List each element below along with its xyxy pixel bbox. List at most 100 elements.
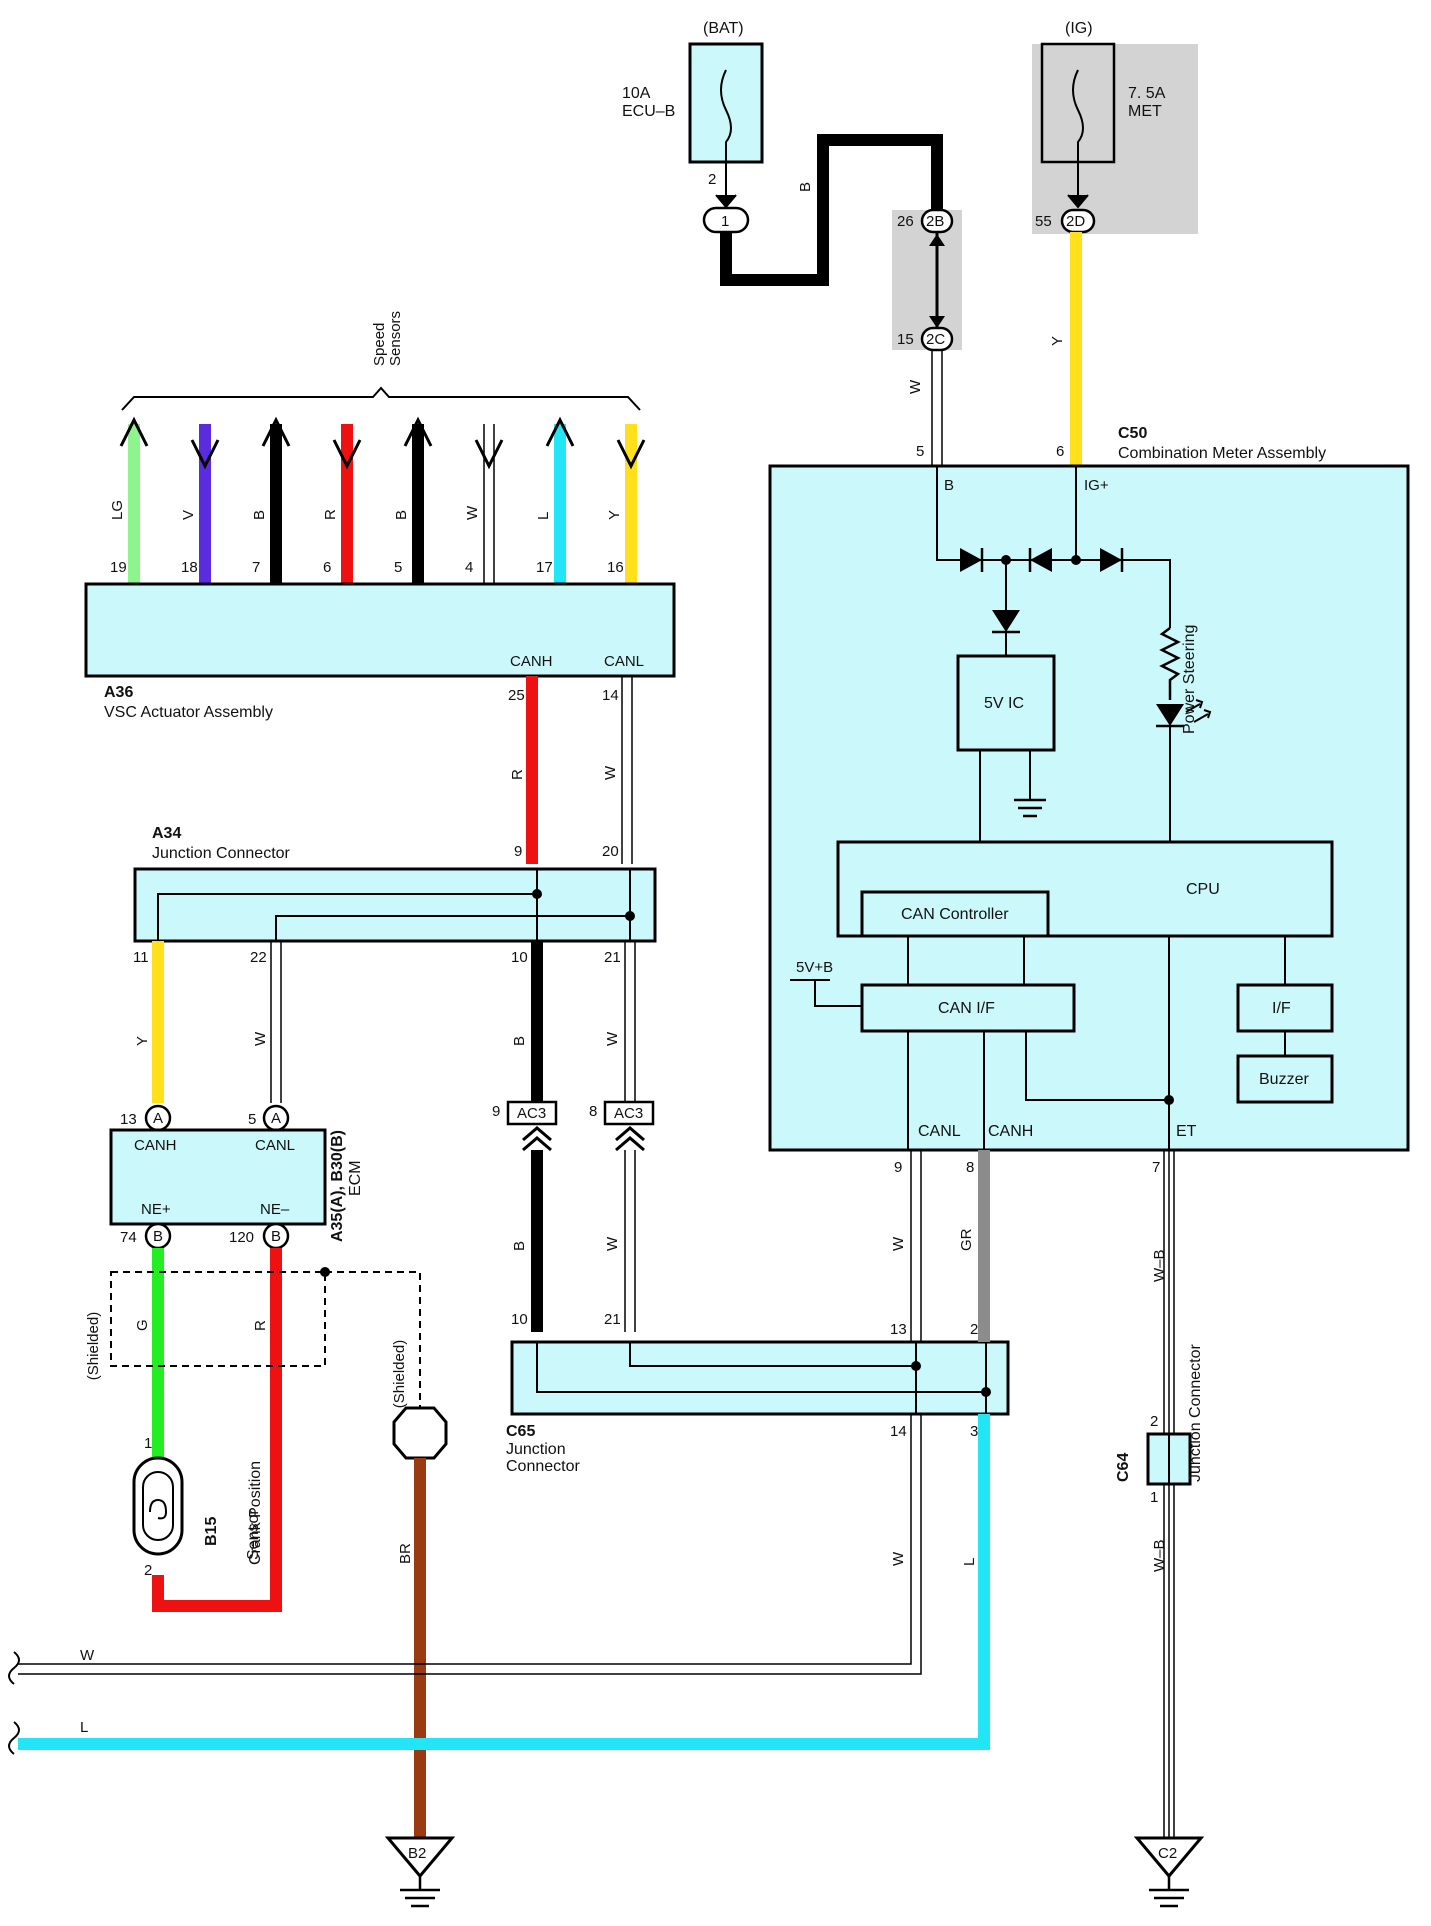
wire-code: W [80, 1647, 95, 1664]
ecm-canl: CANL [255, 1137, 295, 1154]
speed-label-1: Speed [371, 323, 388, 366]
wire-code: W [907, 379, 924, 394]
shield-lead [325, 1271, 421, 1410]
meter-et: ET [1176, 1123, 1197, 1140]
can-bus-lines: W W L L [8, 1414, 990, 1755]
ground-b2: B2 [384, 1836, 456, 1908]
arrow-down-icon [929, 316, 945, 328]
crank-sensor-body [132, 1456, 184, 1556]
pin-label: 120 [229, 1229, 254, 1246]
pin-label: 18 [181, 559, 198, 576]
light-rays-icon [1185, 703, 1209, 723]
wire-code: R [509, 769, 526, 780]
ground-label: C2 [1158, 1845, 1177, 1862]
pin-label: 16 [607, 559, 624, 576]
ic-5v-label: 5V IC [984, 695, 1024, 712]
a36-a34-wires: 25 14 R W 9 20 [508, 676, 633, 864]
pin-label: 11 [133, 949, 149, 966]
ground-icon [1133, 1836, 1205, 1879]
c65-bus [536, 1342, 986, 1393]
buzzer-label: Buzzer [1259, 1071, 1309, 1088]
ac3-section: 9 AC3 8 AC3 B W 10 21 [492, 1100, 655, 1332]
pin-label: 5 [248, 1111, 256, 1128]
wire-l [18, 1414, 990, 1750]
pin-label: 26 [897, 213, 914, 230]
if-label: I/F [1272, 1000, 1291, 1017]
connector-label: AC3 [614, 1105, 643, 1122]
diode-icon [1030, 548, 1052, 572]
ground-bars [1149, 1876, 1189, 1908]
wire-code: W–B [1151, 1539, 1168, 1572]
pin-label: 21 [604, 949, 621, 966]
pin-label: 6 [323, 559, 331, 576]
pin-label: 55 [1035, 213, 1052, 230]
splice-dot [532, 889, 542, 899]
sensor-wires: LG19FL+V18FL–B7FR+R6FR–B5RL+W4RL–L17RR+Y… [109, 416, 649, 608]
a34-name: Junction Connector [152, 845, 291, 862]
wire-b-thick [720, 134, 943, 286]
diode-icon [992, 610, 1020, 632]
meter-box [768, 464, 1410, 1152]
a34-section: A34 Junction Connector 11 22 10 21 [133, 825, 657, 966]
arrow-down-icon [715, 194, 737, 209]
shielded-label: (Shielded) [85, 1312, 102, 1380]
ecm-section: 13 A 5 A CANH CANL NE+ NE– A35(A), B30(B… [109, 1104, 364, 1250]
a36-canh: CANH [510, 653, 553, 670]
c65-code: C65 [506, 1423, 535, 1440]
pin-label: 21 [604, 1311, 621, 1328]
wire-code: W [604, 1031, 621, 1046]
arrow-down-icon [190, 439, 220, 470]
splice-dot [625, 911, 635, 921]
wire-code: W [604, 1236, 621, 1251]
shade-2b-2c [892, 210, 962, 350]
c65-box [510, 1340, 1010, 1416]
ecm-box [109, 1128, 327, 1226]
coil-icon [149, 1498, 168, 1520]
pin-label: 9 [514, 843, 522, 860]
arrow-down-icon [474, 439, 504, 470]
sensor-code: B15 [203, 1517, 220, 1546]
a36-name: VSC Actuator Assembly [104, 704, 273, 721]
break-icon [8, 1651, 20, 1685]
c64-section: 2 1 C64 Junction Connector W–B [1115, 1343, 1204, 1838]
can-controller-label: CAN Controller [901, 906, 1009, 923]
power-steering-label: Power Steering [1181, 625, 1198, 734]
connector-label: 1 [721, 213, 729, 230]
wire-code: V [180, 510, 197, 520]
pin-label: 13 [120, 1111, 137, 1128]
cpu-canif-leads [907, 936, 1025, 985]
wire-code: W [252, 1031, 269, 1046]
wire-code: B [511, 1036, 528, 1046]
wire-code: B [251, 510, 268, 520]
buzzer-box [1236, 1054, 1334, 1104]
speed-sensor-bracket [121, 386, 641, 411]
meter-b: B [944, 477, 954, 494]
wire-r [152, 1248, 282, 1612]
can-if-box [860, 983, 1076, 1033]
pin-label: 2 [970, 1321, 978, 1338]
pin-label: 20 [602, 843, 619, 860]
connector-label: B [271, 1228, 281, 1245]
meter-igp: IG+ [1084, 477, 1109, 494]
wire-code: Y [1049, 336, 1066, 346]
splice-dot [911, 1361, 921, 1371]
pin-label: 15 [897, 331, 914, 348]
shielded-label: (Shielded) [391, 1340, 408, 1408]
pin-label: 4 [465, 559, 473, 576]
connector-label: B [153, 1228, 163, 1245]
cpu-label: CPU [1186, 881, 1220, 898]
meter-name: Combination Meter Assembly [1118, 445, 1326, 462]
fuse1-amp: 10A [622, 85, 651, 102]
meter-code: C50 [1118, 425, 1147, 442]
a34-box [133, 867, 657, 943]
can-leads [907, 1031, 985, 1150]
meter-section: C50 Combination Meter Assembly B IG+ 5V … [768, 425, 1410, 1152]
wire-code: R [252, 1320, 269, 1331]
wire-code: Y [134, 1036, 151, 1046]
connector-label: 2D [1066, 213, 1085, 230]
wire-code: R [322, 509, 339, 520]
fuse2-amp: 7. 5A [1128, 85, 1166, 102]
arrow-up-icon [403, 416, 433, 447]
a36-code: A36 [104, 684, 133, 701]
v5b-label: 5V+B [796, 959, 833, 976]
